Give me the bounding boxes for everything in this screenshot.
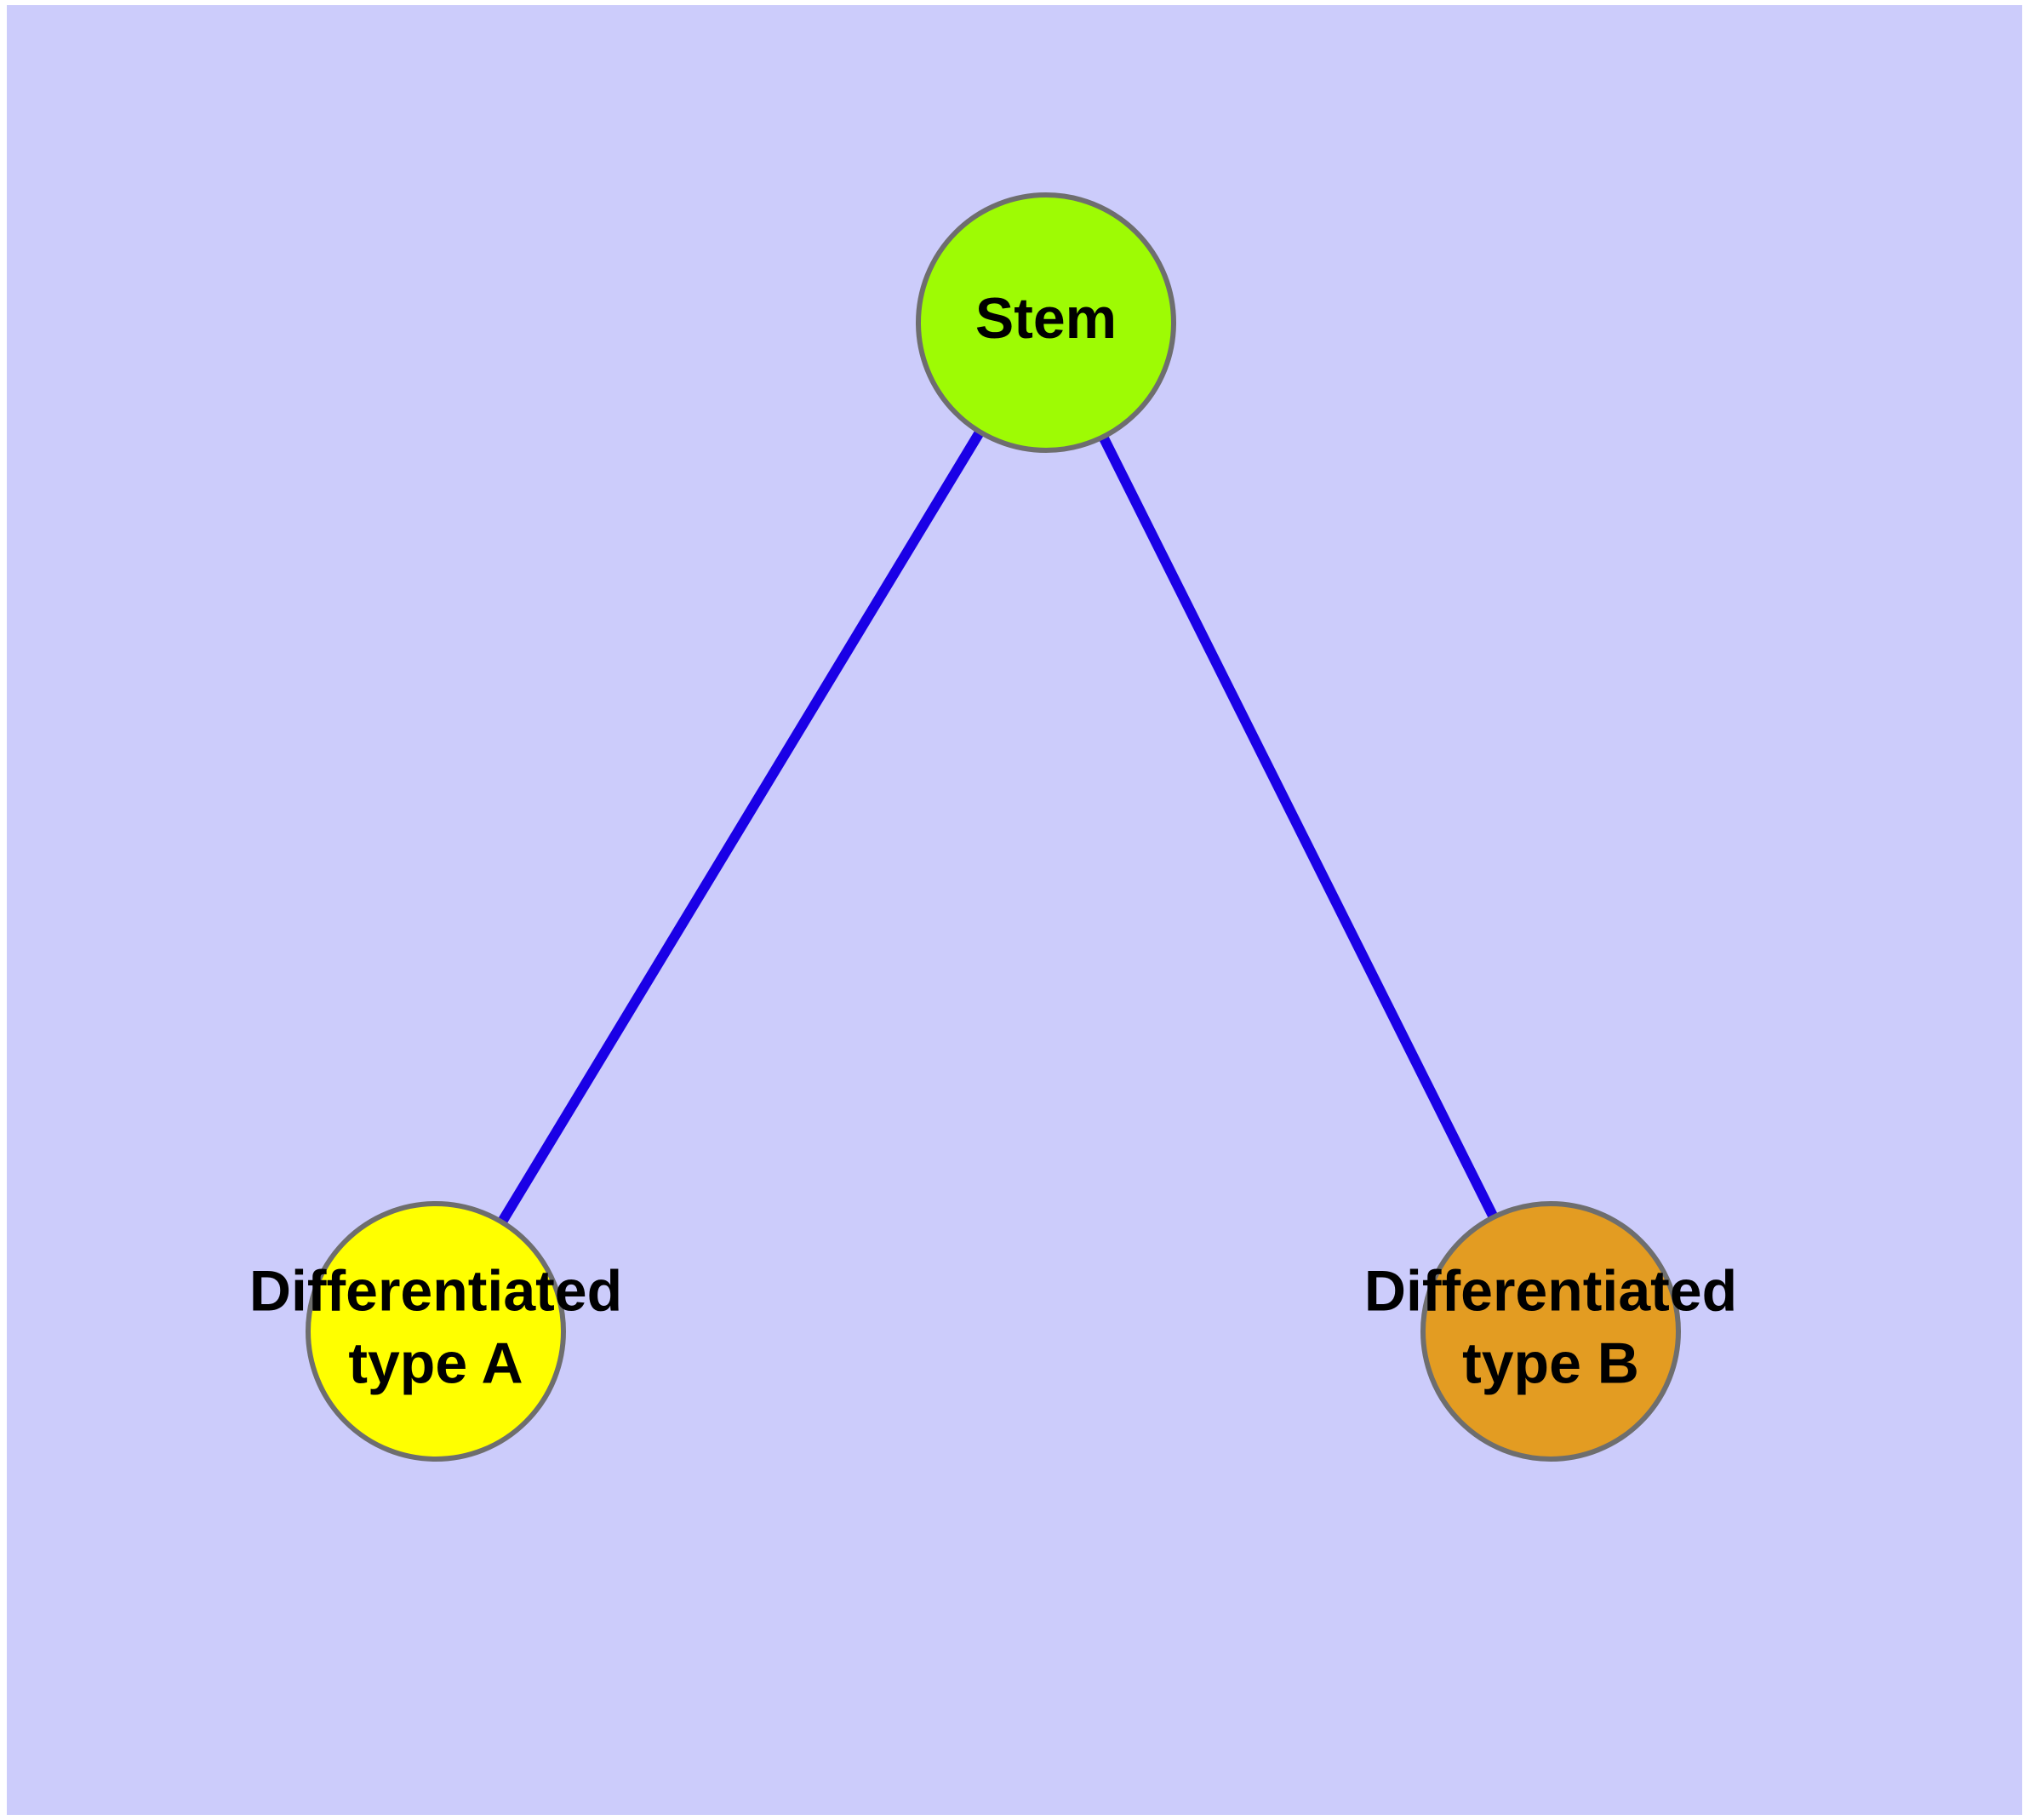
edge-stem-diff-b[interactable] — [1097, 432, 1500, 1222]
node-stem-label: Stem — [975, 286, 1117, 351]
edge-layer — [496, 427, 1500, 1227]
node-differentiated-type-a-circle[interactable] — [306, 1201, 566, 1462]
node-differentiated-type-b-circle[interactable] — [1420, 1201, 1681, 1462]
node-stem[interactable]: Stem — [916, 192, 1176, 453]
node-stem-circle[interactable] — [916, 192, 1176, 453]
edge-stem-diff-a[interactable] — [496, 427, 986, 1227]
